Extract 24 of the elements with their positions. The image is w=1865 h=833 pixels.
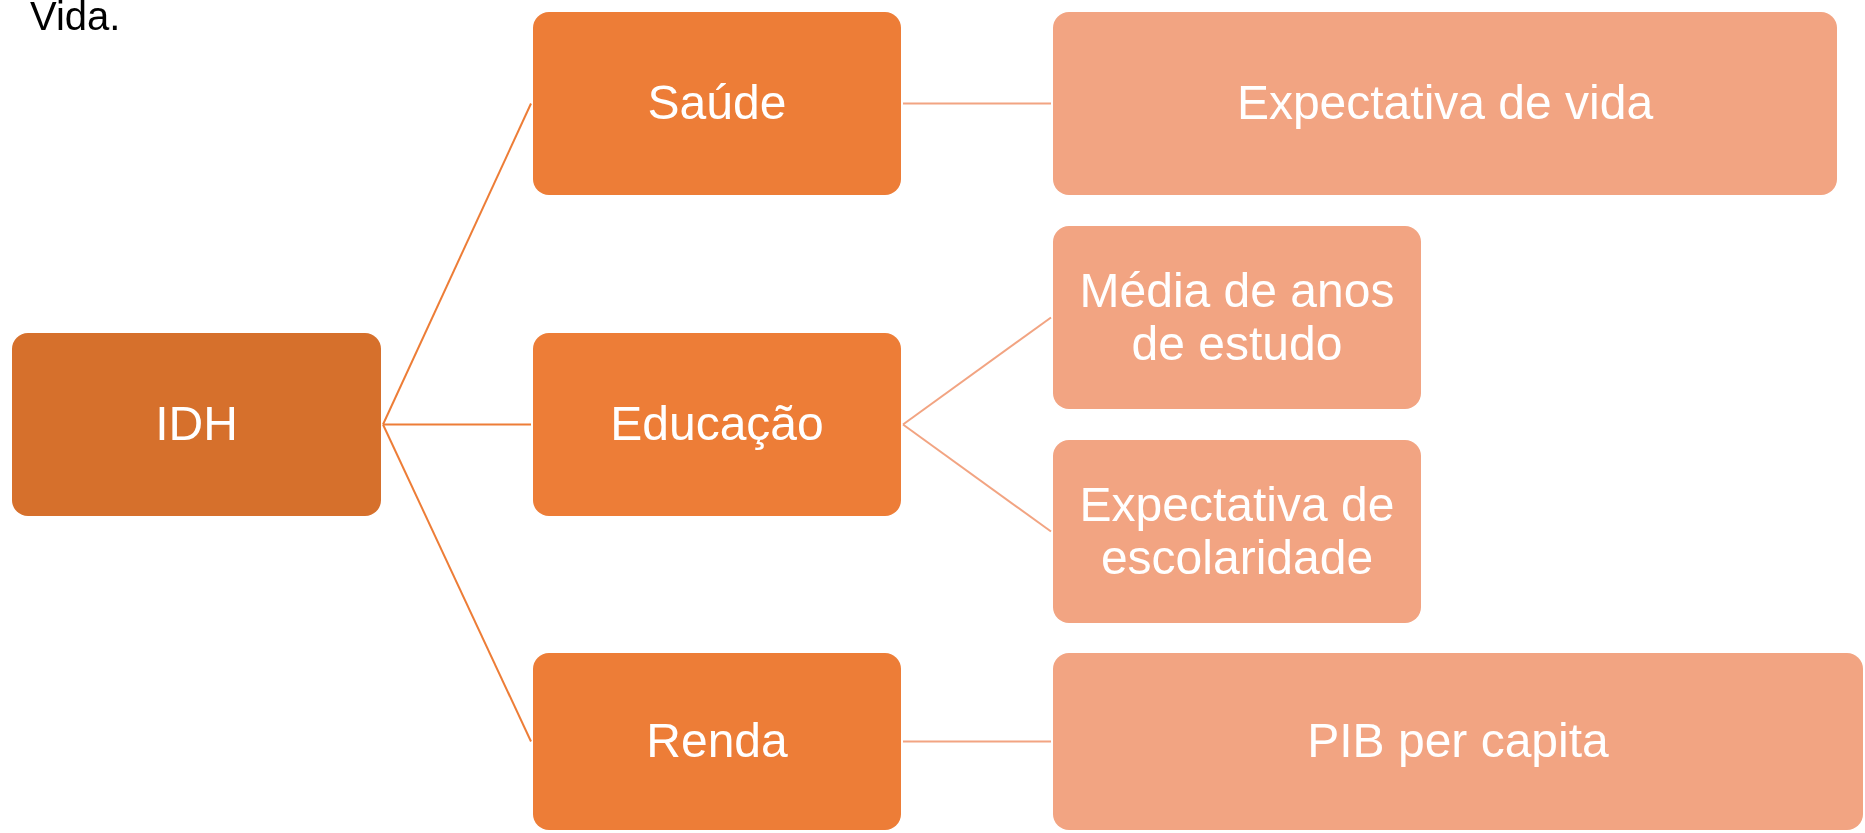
node-label: Média de anos de estudo bbox=[1078, 264, 1396, 371]
node-label: PIB per capita bbox=[1307, 715, 1609, 768]
category-box bbox=[533, 12, 901, 195]
connector-line bbox=[902, 102, 1052, 105]
connector-line bbox=[382, 423, 532, 743]
node-label: Expectativa de escolaridade bbox=[1078, 478, 1396, 585]
root-box bbox=[12, 333, 381, 516]
node-label: Renda bbox=[646, 715, 788, 768]
category-box bbox=[533, 333, 901, 516]
connector-line bbox=[382, 102, 532, 426]
indicator-box bbox=[1053, 12, 1837, 195]
node-label: Saúde bbox=[647, 77, 787, 130]
connector-line bbox=[902, 316, 1052, 426]
indicator-box bbox=[1053, 226, 1421, 409]
category-box bbox=[533, 653, 901, 830]
indicator-box bbox=[1053, 653, 1863, 830]
node-label: Educação bbox=[610, 398, 824, 451]
node-label: IDH bbox=[155, 398, 238, 451]
connector-line bbox=[902, 423, 1052, 533]
connector-line bbox=[382, 423, 532, 426]
note-text: Vida. bbox=[30, 0, 121, 39]
connector-line bbox=[902, 740, 1052, 743]
indicator-box bbox=[1053, 440, 1421, 623]
node-label: Expectativa de vida bbox=[1236, 77, 1654, 130]
